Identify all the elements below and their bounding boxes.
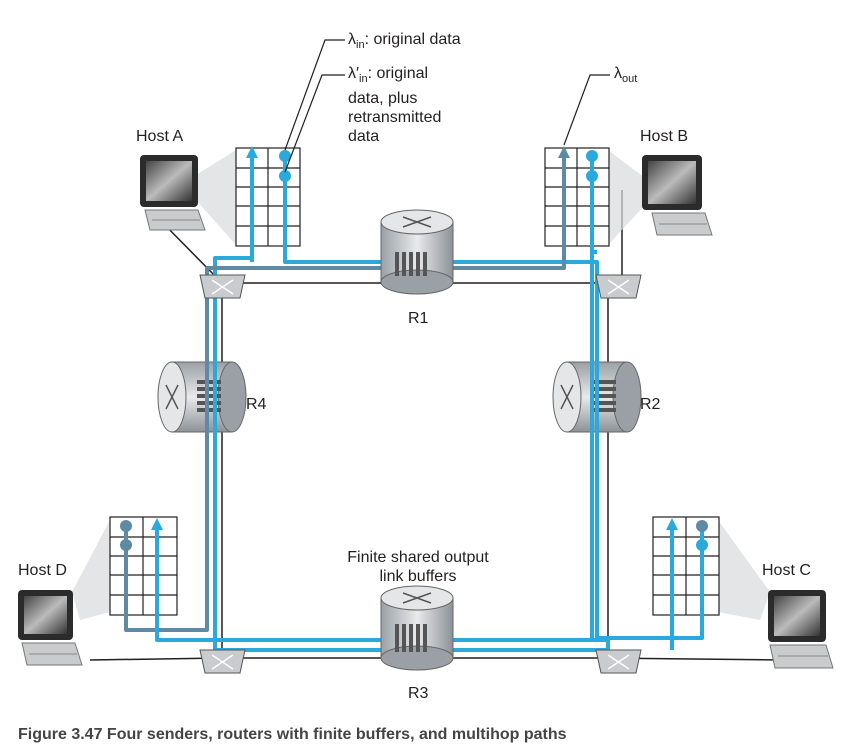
figure-caption: Figure 3.47 Four senders, routers with f… (18, 726, 567, 743)
switch-icons (199, 274, 642, 674)
dot-host-d-1 (120, 520, 132, 532)
router-r4-label: R4 (246, 396, 267, 413)
annotation-leaders (284, 39, 610, 173)
host-b-label: Host B (640, 128, 689, 145)
dot-host-d-2 (120, 539, 132, 551)
table-funnels (72, 150, 770, 620)
router-r4 (157, 361, 247, 433)
computer-host-a (140, 155, 206, 231)
buffers-label: Finite shared output link buffers (347, 549, 489, 585)
router-r3 (380, 585, 454, 671)
dot-host-a-1 (279, 150, 291, 162)
dot-host-c-2 (696, 539, 708, 551)
table-host-a (235, 147, 301, 247)
router-r3-label: R3 (408, 685, 429, 702)
arrow-host-b (558, 146, 570, 158)
path-endpoints (120, 146, 708, 551)
arrow-host-c (666, 518, 678, 530)
router-r1 (380, 209, 454, 295)
router-r1-label: R1 (408, 310, 429, 327)
computer-host-b (642, 155, 713, 236)
host-d-label: Host D (18, 562, 67, 579)
dot-host-b-2 (586, 170, 598, 182)
computer-host-d (18, 590, 83, 666)
lambda-in-prime-label: λ′in: original data, plus retransmitted … (348, 65, 442, 146)
table-host-b (544, 147, 610, 247)
arrow-host-a (246, 146, 258, 158)
lambda-out-label: λout (614, 65, 638, 86)
table-host-d (109, 516, 178, 616)
router-r2-label: R2 (640, 396, 661, 413)
dot-host-b-1 (586, 150, 598, 162)
dot-host-c-1 (696, 520, 708, 532)
router-path-overlays (205, 360, 599, 435)
host-c-label: Host C (762, 562, 811, 579)
computer-host-c (768, 590, 834, 669)
dot-host-a-2 (279, 170, 291, 182)
host-a-label: Host A (136, 128, 184, 145)
arrow-host-d (151, 518, 163, 530)
table-host-c (652, 516, 720, 616)
lambda-in-label: λin: original data (348, 31, 461, 52)
